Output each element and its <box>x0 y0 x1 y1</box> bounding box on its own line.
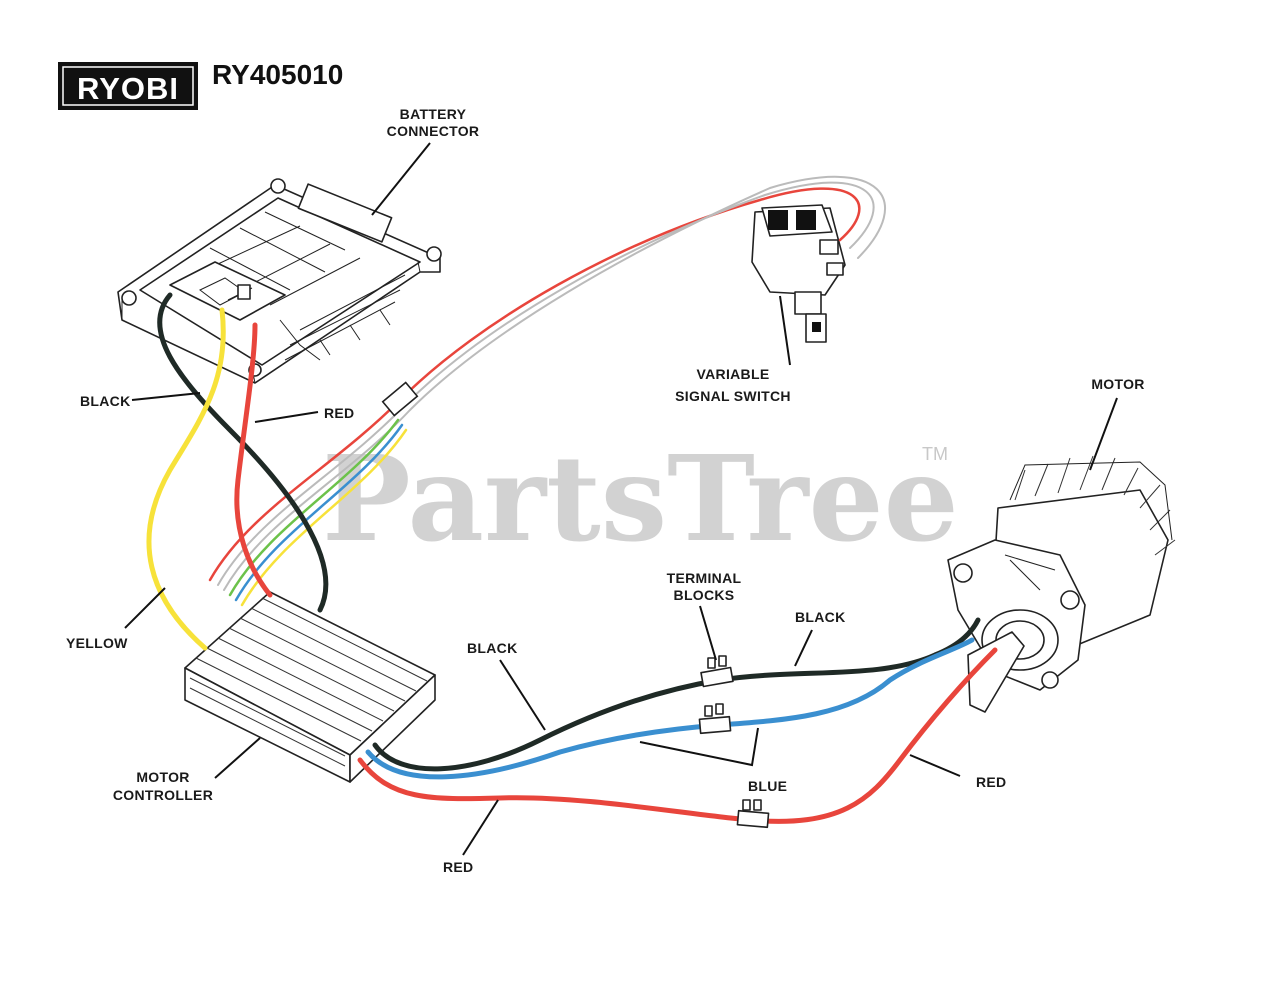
label-wire-red-bottom: RED <box>443 859 473 875</box>
terminal-blocks <box>698 655 770 829</box>
watermark-trademark: TM <box>922 444 948 464</box>
ryobi-logo: RYOBI <box>58 62 198 110</box>
wire-blue-motor <box>365 637 975 780</box>
label-terminal-blocks-line1: TERMINAL <box>667 570 742 586</box>
label-wire-black-left: BLACK <box>467 640 518 656</box>
ryobi-logo-text: RYOBI <box>77 71 179 106</box>
wire-red-battery <box>234 322 273 598</box>
label-wire-red-right: RED <box>976 774 1006 790</box>
label-wire-black-right: BLACK <box>795 609 846 625</box>
motor <box>947 455 1176 713</box>
signal-wire-green <box>228 418 400 597</box>
label-terminal-blocks-line2: BLOCKS <box>674 587 735 603</box>
label-battery-connector-line2: CONNECTOR <box>387 123 480 139</box>
signal-connector <box>381 381 419 417</box>
battery-connector <box>117 178 442 384</box>
variable-signal-switch <box>751 204 846 343</box>
signal-wire-white-1 <box>217 181 875 586</box>
wire-black-battery <box>157 292 329 613</box>
label-motor-controller-line1: MOTOR <box>136 769 189 785</box>
model-number: RY405010 <box>212 59 343 90</box>
label-wire-yellow: YELLOW <box>66 635 128 651</box>
label-variable-signal-switch-line2: SIGNAL SWITCH <box>675 388 791 404</box>
label-motor-controller-line2: CONTROLLER <box>113 787 213 803</box>
label-battery-connector-line1: BATTERY <box>400 106 467 122</box>
label-wire-red-top: RED <box>324 405 354 421</box>
label-wire-blue: BLUE <box>748 778 787 794</box>
watermark-text: PartsTree <box>322 429 959 568</box>
label-motor: MOTOR <box>1091 376 1144 392</box>
wire-black-motor <box>372 617 981 772</box>
signal-wire-red <box>208 187 861 582</box>
wire-yellow-battery <box>146 307 226 651</box>
label-wire-black-top: BLACK <box>80 393 131 409</box>
leader-lines <box>124 142 1118 856</box>
signal-wire-blue <box>234 423 404 602</box>
label-variable-signal-switch-line1: VARIABLE <box>697 366 770 382</box>
motor-controller <box>184 591 436 783</box>
signal-wire-white-2 <box>223 175 886 591</box>
